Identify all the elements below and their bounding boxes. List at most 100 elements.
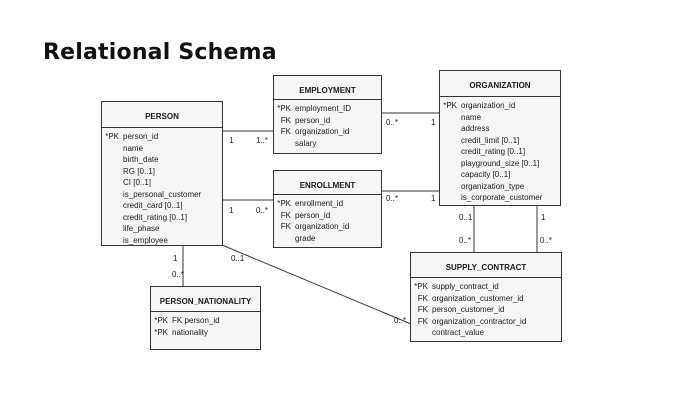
cardinality-label: 1 — [431, 194, 436, 203]
cardinality-label: 1 — [431, 118, 436, 127]
attribute-row: *PK employment_ID — [274, 103, 381, 115]
attribute-name: nationality — [172, 327, 209, 337]
attribute-name: name — [123, 143, 144, 153]
attribute-row: name — [102, 143, 222, 155]
entity-supply-contract-header: SUPPLY_CONTRACT — [411, 253, 561, 278]
attribute-row: credit_card [0..1] — [102, 200, 222, 212]
cardinality-label: 0..* — [459, 236, 472, 245]
attribute-name: organization_customer_id — [432, 293, 524, 303]
attribute-key: FK — [280, 127, 291, 136]
attribute-row: is_corporate_customer — [440, 192, 560, 204]
attribute-name: life_phase — [123, 224, 160, 233]
cardinality-label: 0..* — [172, 270, 185, 279]
attribute-name: organization_type — [461, 181, 525, 191]
attribute-row: birth_date — [102, 154, 222, 166]
cardinality-label: 0..1 — [231, 254, 245, 263]
attribute-row: *PK nationality — [151, 327, 260, 339]
attribute-row: organization_type — [440, 181, 560, 193]
attribute-row: playground_size [0..1] — [440, 158, 560, 170]
entity-organization-header: ORGANIZATION — [440, 71, 560, 97]
cardinality-label: 1 — [229, 206, 234, 215]
attribute-name: address — [461, 124, 490, 133]
attribute-name: credit_card [0..1] — [123, 201, 183, 210]
attribute-name: is_employee — [123, 235, 168, 245]
attribute-key: *PK — [105, 132, 119, 141]
attribute-name: name — [461, 112, 482, 122]
attribute-key: *PK — [277, 199, 291, 208]
attribute-name: FK person_id — [172, 316, 220, 325]
attribute-row: address — [440, 123, 560, 135]
attribute-key: *PK — [443, 101, 457, 110]
entity-person-attributes: *PK person_id name birth_date RG [0..1] C… — [102, 128, 222, 246]
cardinality-label: 0..1 — [459, 213, 473, 222]
attribute-row: *PK FK person_id — [151, 315, 260, 327]
entity-supply-contract-attributes: *PK supply_contract_id FK organization_cus… — [411, 278, 561, 339]
page-title: Relational Schema — [43, 40, 277, 65]
attribute-row: contract_value — [411, 327, 561, 339]
attribute-name: organization_contractor_id — [432, 316, 527, 326]
attribute-key: *PK — [414, 282, 428, 291]
attribute-row: life_phase — [102, 223, 222, 235]
attribute-name: birth_date — [123, 155, 159, 164]
attribute-name: organization_id — [295, 127, 350, 136]
attribute-row: CI [0..1] — [102, 177, 222, 189]
attribute-row: *PK supply_contract_id — [411, 281, 561, 293]
attribute-key: *PK — [277, 104, 291, 113]
attribute-name: employment_ID — [295, 104, 352, 113]
attribute-name: is_corporate_customer — [461, 193, 543, 202]
entity-person-nationality: PERSON_NATIONALITY *PK FK person_id *PK na… — [150, 286, 261, 350]
attribute-row: capacity [0..1] — [440, 169, 560, 181]
attribute-key: FK — [417, 305, 428, 314]
entity-supply-contract: SUPPLY_CONTRACT *PK supply_contract_id FK… — [410, 252, 562, 342]
cardinality-label: 0..* — [386, 194, 399, 203]
attribute-name: capacity [0..1] — [461, 170, 511, 179]
entity-employment-header: EMPLOYMENT — [274, 76, 381, 100]
entity-enrollment-header: ENROLLMENT — [274, 171, 381, 195]
attribute-key: FK — [280, 222, 291, 231]
attribute-name: person_id — [295, 115, 331, 125]
attribute-row: FK organization_id — [274, 126, 381, 138]
cardinality-label: 0..* — [540, 236, 553, 245]
attribute-key: FK — [417, 293, 428, 303]
attribute-row: credit_rating [0..1] — [102, 212, 222, 224]
attribute-row: grade — [274, 233, 381, 245]
attribute-name: person_id — [295, 210, 331, 220]
attribute-row: salary — [274, 138, 381, 150]
cardinality-label: 1..* — [256, 136, 269, 145]
attribute-name: credit_rating [0..1] — [461, 147, 526, 156]
attribute-name: is_personal_customer — [123, 189, 202, 199]
cardinality-label: 0..* — [386, 118, 399, 127]
attribute-name: supply_contract_id — [432, 282, 499, 291]
attribute-key: *PK — [154, 316, 168, 325]
link-person-supply-contract — [221, 244, 412, 325]
attribute-row: name — [440, 112, 560, 124]
attribute-key: FK — [417, 316, 428, 326]
attribute-name: playground_size [0..1] — [461, 158, 540, 168]
entity-person-nationality-header: PERSON_NATIONALITY — [151, 287, 260, 312]
attribute-row: *PK person_id — [102, 131, 222, 143]
cardinality-label: 0..* — [394, 316, 407, 325]
attribute-key: *PK — [154, 327, 168, 337]
attribute-row: credit_limit [0..1] — [440, 135, 560, 147]
attribute-name: contract_value — [432, 328, 485, 337]
attribute-name: person_customer_id — [432, 305, 505, 314]
attribute-name: CI [0..1] — [123, 178, 152, 187]
attribute-name: credit_rating [0..1] — [123, 212, 188, 222]
attribute-row: FK person_customer_id — [411, 304, 561, 316]
attribute-row: FK organization_customer_id — [411, 293, 561, 305]
cardinality-label: 0..* — [256, 206, 269, 215]
cardinality-label: 1 — [173, 254, 178, 263]
attribute-name: RG [0..1] — [123, 166, 156, 176]
attribute-name: person_id — [123, 132, 159, 141]
